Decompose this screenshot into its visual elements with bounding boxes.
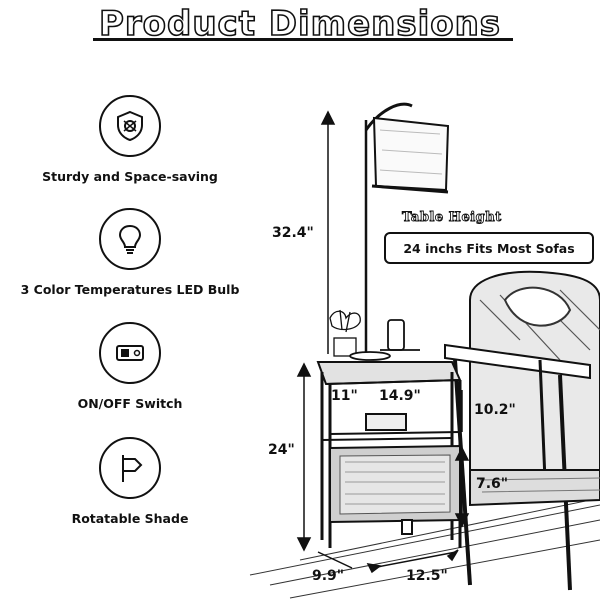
feature-rotatable-shade: Rotatable Shade	[0, 437, 260, 526]
feature-led-bulb: 3 Color Temperatures LED Bulb	[0, 208, 260, 297]
dim-base-width: 12.5"	[406, 568, 448, 584]
sofa-note-text: 24 inchs Fits Most Sofas	[403, 240, 575, 256]
floor-lamp	[364, 102, 450, 352]
feature-switch: ON/OFF Switch	[0, 322, 260, 411]
wireless-charger	[349, 319, 420, 361]
power-switch-icon	[99, 322, 161, 384]
floor	[249, 497, 600, 599]
rotatable-shade-icon	[99, 437, 161, 499]
light-bulb-icon	[99, 208, 161, 270]
table-height-label: Table Height	[402, 210, 502, 226]
armchair	[444, 270, 600, 591]
dimension-lines	[296, 110, 470, 574]
feature-label: Sturdy and Space-saving	[42, 169, 218, 184]
feature-label: 3 Color Temperatures LED Bulb	[20, 282, 240, 297]
potted-plant	[329, 309, 361, 357]
page-title: Product Dimensions	[98, 3, 502, 45]
dim-base-depth: 9.9"	[312, 568, 345, 584]
dim-table-height: 24"	[268, 442, 295, 458]
feature-sturdy: Sturdy and Space-saving	[0, 95, 260, 184]
feature-label: Rotatable Shade	[71, 511, 189, 526]
dim-shelf-height: 10.2"	[474, 402, 516, 418]
feature-label: ON/OFF Switch	[77, 396, 183, 411]
dim-lamp-height: 32.4"	[272, 225, 314, 241]
end-table	[316, 361, 462, 548]
dim-top-depth: 11"	[331, 388, 358, 404]
dim-drawer-height: 7.6"	[476, 476, 509, 492]
sofa-note-badge: 24 inchs Fits Most Sofas	[384, 232, 594, 264]
shield-gear-icon	[99, 95, 161, 157]
title-underline	[93, 38, 513, 41]
dim-top-width: 14.9"	[379, 388, 421, 404]
